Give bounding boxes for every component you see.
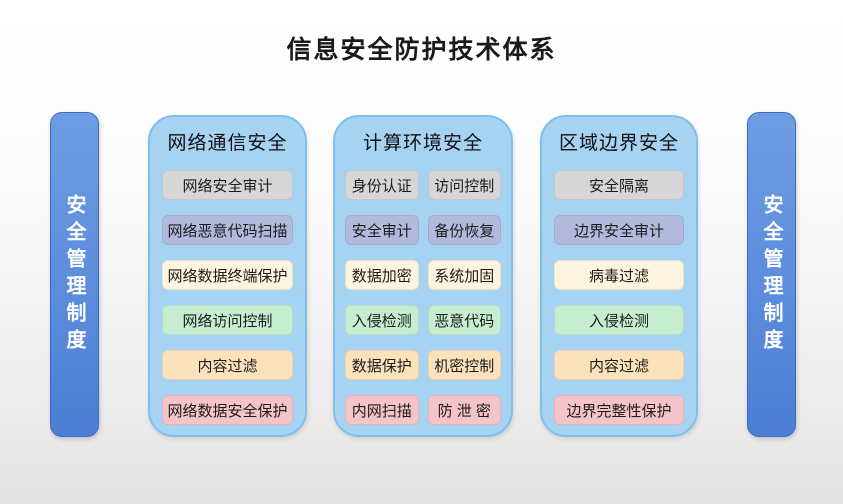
panel-network-communication-security: 网络通信安全 网络安全审计 网络恶意代码扫描 网络数据终端保护 网络访问控制 内…	[148, 115, 307, 437]
panel-area-border-security-title: 区域边界安全	[558, 133, 679, 154]
chip-identity-authentication: 身份认证	[345, 170, 419, 200]
panel-area-border-security: 区域边界安全 安全隔离 边界安全审计 病毒过滤 入侵检测 内容过滤 边界完整性保…	[540, 115, 698, 437]
chip-intranet-scan: 内网扫描	[345, 395, 419, 425]
chip-network-data-terminal-protection: 网络数据终端保护	[162, 260, 293, 290]
chip-virus-filtering: 病毒过滤	[554, 260, 684, 290]
page-title: 信息安全防护技术体系	[286, 36, 557, 64]
chip-network-security-audit: 网络安全审计	[162, 170, 293, 200]
chip-network-malicious-code-scan: 网络恶意代码扫描	[162, 215, 293, 245]
chip-intrusion-detection: 入侵检测	[345, 305, 419, 335]
chip-data-encryption: 数据加密	[345, 260, 419, 290]
chip-backup-recovery: 备份恢复	[427, 215, 501, 245]
chip-access-control: 访问控制	[427, 170, 501, 200]
chip-content-filtering: 内容过滤	[162, 350, 293, 380]
chip-network-data-security-protection: 网络数据安全保护	[162, 395, 293, 425]
chip-security-isolation: 安全隔离	[554, 170, 684, 200]
chip-confidentiality-control: 机密控制	[427, 350, 501, 380]
chip-row: 数据加密 系统加固	[345, 260, 501, 290]
chip-network-access-control: 网络访问控制	[162, 305, 293, 335]
panel-computing-environment-security: 计算环境安全 身份认证 访问控制 安全审计 备份恢复 数据加密 系统加固 入侵检…	[333, 115, 513, 437]
chip-system-hardening: 系统加固	[427, 260, 501, 290]
chip-data-protection: 数据保护	[345, 350, 419, 380]
chip-content-filtering-border: 内容过滤	[554, 350, 684, 380]
chip-row: 入侵检测 恶意代码	[345, 305, 501, 335]
right-management-bar: 安全管理制度	[747, 112, 796, 437]
chip-row: 身份认证 访问控制	[345, 170, 501, 200]
chip-anti-leakage: 防 泄 密	[427, 395, 501, 425]
chip-row: 安全审计 备份恢复	[345, 215, 501, 245]
chip-border-integrity-protection: 边界完整性保护	[554, 395, 684, 425]
left-management-bar-label: 安全管理制度	[63, 193, 85, 356]
left-management-bar: 安全管理制度	[50, 112, 99, 437]
panel-computing-environment-security-title: 计算环境安全	[362, 133, 483, 154]
chip-security-audit: 安全审计	[345, 215, 419, 245]
chip-border-security-audit: 边界安全审计	[554, 215, 684, 245]
chip-row: 内网扫描 防 泄 密	[345, 395, 501, 425]
chip-intrusion-detection-border: 入侵检测	[554, 305, 684, 335]
panel-network-communication-security-title: 网络通信安全	[167, 133, 288, 154]
chip-malicious-code: 恶意代码	[427, 305, 501, 335]
right-management-bar-label: 安全管理制度	[760, 193, 782, 356]
chip-row: 数据保护 机密控制	[345, 350, 501, 380]
